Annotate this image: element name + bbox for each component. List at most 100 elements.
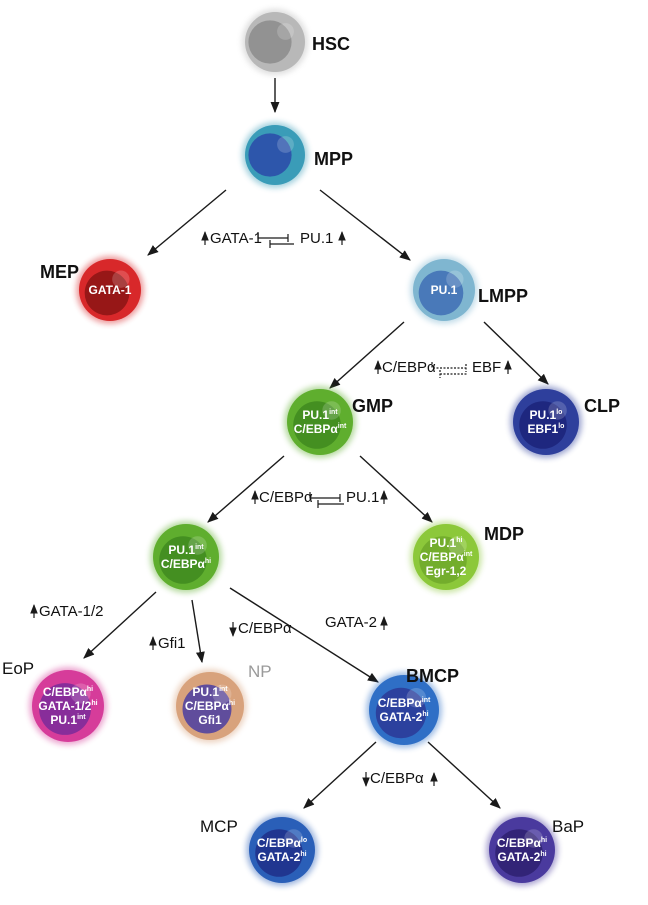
reg-cebpa-down: C/EBPα bbox=[238, 620, 292, 637]
cell-mep: GATA-1 bbox=[76, 256, 144, 324]
edge-lmpp-gmp bbox=[329, 321, 405, 389]
cell-nucleus bbox=[519, 401, 567, 449]
cell-marker-np-2: Gfi1 bbox=[198, 713, 222, 727]
cell-nucleus bbox=[182, 684, 232, 734]
edge-lmpp-clp bbox=[483, 321, 549, 385]
reg-pu1-gmp: PU.1 bbox=[346, 489, 379, 506]
cell-highlight bbox=[548, 401, 567, 420]
cell-nucleus bbox=[248, 133, 292, 177]
reg-pu1: PU.1 bbox=[300, 230, 333, 247]
cell-highlight bbox=[446, 270, 464, 288]
edge-gp-eop bbox=[83, 591, 157, 659]
cell-highlight bbox=[188, 536, 207, 555]
cell-marker-eop-1: GATA-1/2hi bbox=[38, 699, 97, 713]
cell-marker-bap-0: C/EBPαhi bbox=[497, 836, 547, 850]
cell-marker-gmp-0: PU.1int bbox=[302, 408, 338, 422]
cell-nucleus bbox=[84, 270, 130, 316]
cell-highlight bbox=[277, 136, 294, 153]
cell-marker-clp-1: EBF1lo bbox=[528, 422, 565, 436]
reg-cebpa-gmp: C/EBPα bbox=[259, 489, 313, 506]
cell-highlight bbox=[322, 401, 341, 420]
cell-marker-gp-1: C/EBPαhi bbox=[161, 557, 211, 571]
regulator-eop: GATA-1/2 bbox=[30, 603, 103, 620]
cell-mpp bbox=[242, 122, 308, 188]
cell-marker-bmcp-0: C/EBPαint bbox=[378, 696, 431, 710]
edge-gp-np bbox=[191, 599, 205, 664]
regulators: GATA-1 PU.1 C/EBPα EBF C/EBPα PU.1 bbox=[30, 230, 512, 787]
edge-bmcp-mcp bbox=[303, 741, 377, 809]
label-hsc: HSC bbox=[312, 34, 350, 54]
cell-labels: HSC MPP MEP LMPP GMP CLP MDP EoP NP BMCP… bbox=[2, 34, 620, 836]
edge-mpp-mep bbox=[147, 189, 227, 256]
label-np: NP bbox=[248, 662, 272, 681]
cell-highlight bbox=[524, 829, 543, 848]
cell-marker-bmcp-1: GATA-2hi bbox=[379, 710, 428, 724]
reg-cebpa-lmpp: C/EBPα bbox=[382, 359, 436, 376]
cell-marker-lmpp-0: PU.1 bbox=[431, 283, 458, 297]
cell-nucleus bbox=[293, 401, 341, 449]
label-bap: BaP bbox=[552, 817, 584, 836]
reg-cebpa-mcp-bap: C/EBPα bbox=[370, 770, 424, 787]
label-mdp: MDP bbox=[484, 524, 524, 544]
cell-nucleus bbox=[495, 829, 543, 877]
reg-gfi1: Gfi1 bbox=[158, 635, 186, 652]
cell-nucleus bbox=[39, 683, 91, 735]
cell-marker-eop-0: C/EBPαhi bbox=[43, 685, 93, 699]
edge-gmp-mdp bbox=[359, 455, 433, 523]
cell-highlight bbox=[406, 687, 427, 708]
label-eop: EoP bbox=[2, 659, 34, 678]
cell-marker-gp-0: PU.1int bbox=[168, 543, 204, 557]
label-mpp: MPP bbox=[314, 149, 353, 169]
edge-mpp-lmpp bbox=[319, 189, 411, 261]
cell-nucleus bbox=[255, 829, 303, 877]
regulator-mpp-split: GATA-1 PU.1 bbox=[201, 230, 346, 248]
regulator-np: Gfi1 bbox=[149, 635, 186, 652]
cell-marker-bap-1: GATA-2hi bbox=[497, 850, 546, 864]
cell-marker-mdp-2: Egr-1,2 bbox=[426, 564, 467, 578]
edge-gp-bmcp bbox=[229, 587, 379, 683]
cell-marker-mdp-1: C/EBPαint bbox=[420, 550, 473, 564]
cell-nucleus bbox=[159, 536, 207, 584]
cell-nucleus bbox=[419, 536, 467, 584]
cell-marker-mcp-0: C/EBPαlo bbox=[257, 836, 307, 850]
label-mep: MEP bbox=[40, 262, 79, 282]
label-clp: CLP bbox=[584, 396, 620, 416]
reg-gata2: GATA-2 bbox=[325, 614, 377, 631]
cell-hsc bbox=[242, 9, 308, 75]
cell-marker-eop-2: PU.1int bbox=[50, 713, 86, 727]
cell-nucleus bbox=[418, 270, 464, 316]
regulator-mcp-bap: C/EBPα bbox=[362, 770, 438, 787]
edges bbox=[83, 78, 549, 809]
regulator-bmcp: C/EBPα GATA-2 bbox=[229, 614, 388, 637]
reg-gata12: GATA-1/2 bbox=[39, 603, 103, 620]
cell-marker-np-0: PU.1int bbox=[192, 685, 228, 699]
cell-highlight bbox=[212, 684, 232, 704]
cell-lmpp: PU.1 bbox=[410, 256, 478, 324]
cell-marker-clp-0: PU.1lo bbox=[530, 408, 563, 422]
regulator-gmp-split: C/EBPα PU.1 bbox=[251, 489, 388, 508]
cell-highlight bbox=[448, 536, 467, 555]
cell-nucleus bbox=[248, 20, 292, 64]
cell-marker-mcp-1: GATA-2hi bbox=[257, 850, 306, 864]
label-bmcp: BMCP bbox=[406, 666, 459, 686]
reg-ebf: EBF bbox=[472, 359, 501, 376]
cell-highlight bbox=[70, 683, 91, 704]
cell-marker-np-1: C/EBPαhi bbox=[185, 699, 235, 713]
cell-highlight bbox=[284, 829, 303, 848]
cell-highlight bbox=[277, 23, 294, 40]
label-mcp: MCP bbox=[200, 817, 238, 836]
label-gmp: GMP bbox=[352, 396, 393, 416]
label-lmpp: LMPP bbox=[478, 286, 528, 306]
cell-highlight bbox=[112, 270, 130, 288]
cell-nucleus bbox=[375, 687, 427, 739]
